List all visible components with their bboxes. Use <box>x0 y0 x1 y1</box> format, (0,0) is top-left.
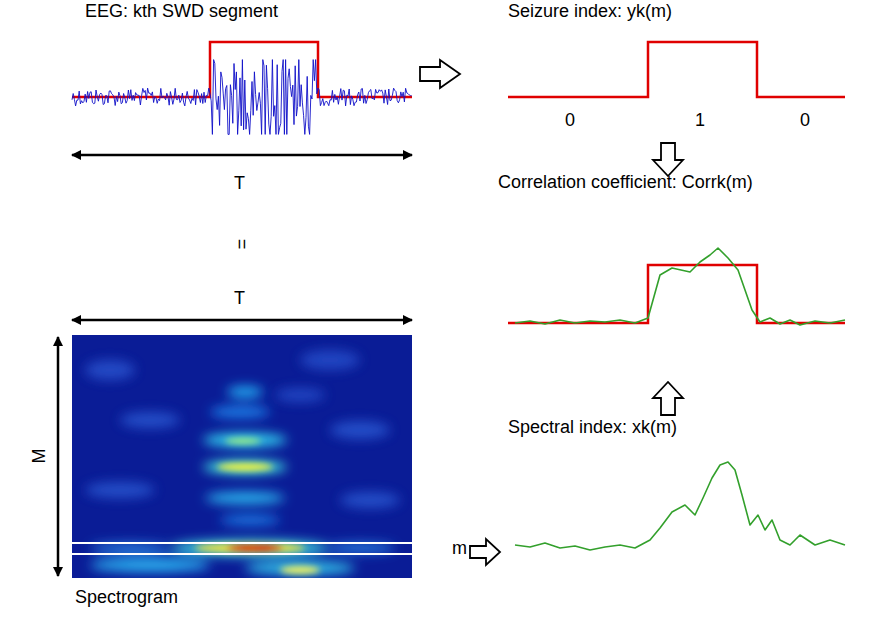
seizure-index <box>508 265 845 323</box>
duration-arrow <box>72 319 412 322</box>
correlation-curve <box>515 248 845 325</box>
state-label: 0 <box>800 111 810 131</box>
dimension-label: M <box>30 448 50 463</box>
seizure-index <box>508 42 845 97</box>
dimension-label: T <box>234 289 245 309</box>
panel-title: Spectral index: xk(m) <box>508 418 677 438</box>
panel-title: Seizure index: yk(m) <box>508 2 672 22</box>
duration-arrow <box>72 154 412 157</box>
frequency-arrow <box>57 337 60 576</box>
equals-sign: = <box>231 239 251 250</box>
panel-title: EEG: kth SWD segment <box>85 2 278 22</box>
flow-arrow <box>420 60 460 88</box>
panel-title: Correlation coefficient: Corrk(m) <box>498 173 753 193</box>
panel-caption: Spectrogram <box>75 588 178 608</box>
state-label: 1 <box>695 111 705 131</box>
row-label: m <box>452 539 467 559</box>
spectrogram <box>72 335 412 578</box>
spectral-curve <box>515 462 845 550</box>
state-label: 0 <box>565 111 575 131</box>
flow-arrow <box>653 382 683 415</box>
flow-arrow <box>653 143 683 176</box>
dimension-label: T <box>234 174 245 194</box>
eeg-trace <box>72 60 412 135</box>
flow-arrow <box>470 539 500 565</box>
